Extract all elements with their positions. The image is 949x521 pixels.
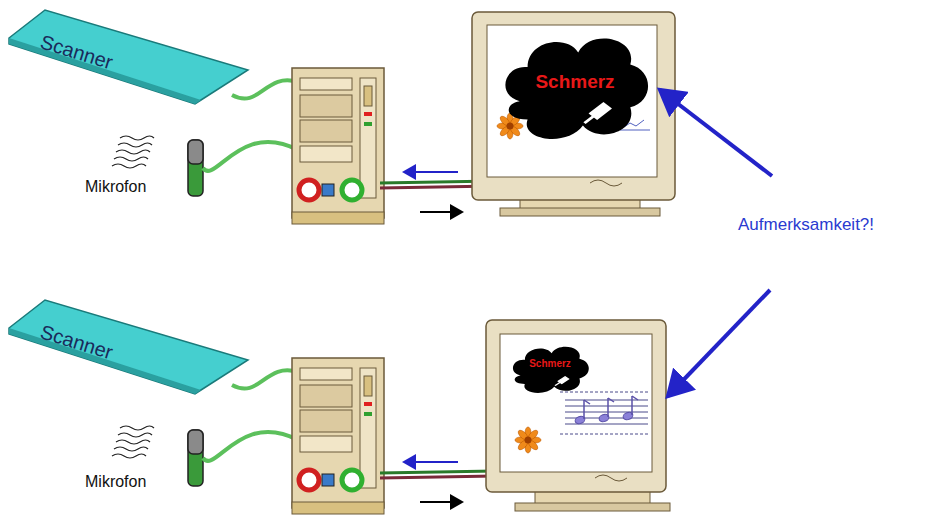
pin-icon <box>555 377 568 386</box>
scanner-outline <box>9 300 248 394</box>
cloud-label: Schmerz <box>529 358 571 369</box>
scanner-plate: Scanner <box>5 298 253 398</box>
microphone-label: Mikrofon <box>85 473 146 491</box>
pin-icon <box>584 104 609 124</box>
cloud-outline <box>513 347 589 393</box>
scanner-shape <box>5 298 253 398</box>
microphone-label: Mikrofon <box>85 178 146 196</box>
thought-cloud: Schmerz <box>496 28 654 150</box>
scanner-plate: Scanner <box>5 8 253 108</box>
cloud-label: Schmerz <box>535 72 614 93</box>
scanner-outline <box>9 10 248 104</box>
cloud-shape <box>508 342 592 398</box>
scanner-shape <box>5 8 253 108</box>
cloud-outline <box>505 38 648 139</box>
thought-cloud: Schmerz <box>508 342 592 398</box>
attention-label: Aufmerksamkeit?! <box>738 216 874 235</box>
